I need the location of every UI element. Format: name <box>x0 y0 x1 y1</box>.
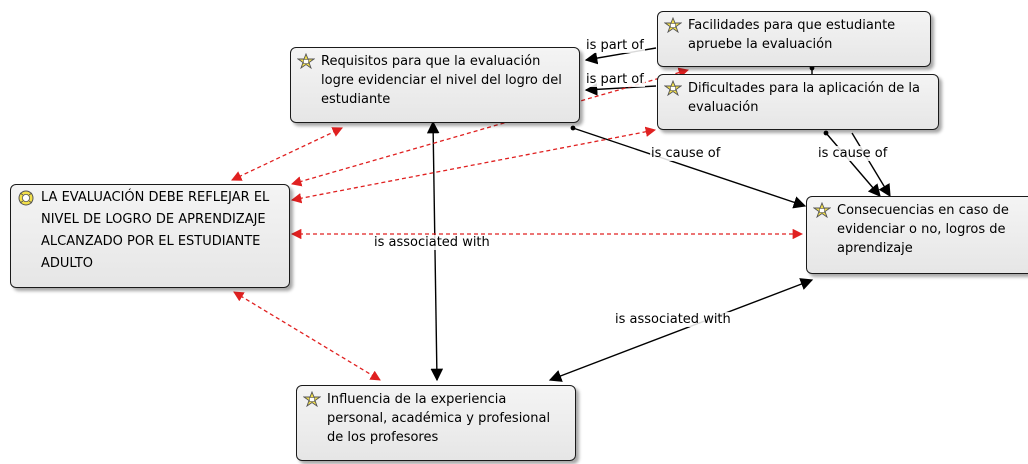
quotation-star-icon <box>813 202 831 218</box>
edge-label-part-of-2[interactable]: is part of <box>585 72 645 87</box>
node-label: LA EVALUACIÓN DEBE REFLEJAR EL NIVEL DE … <box>41 190 270 271</box>
edge-requisitos-influencia[interactable] <box>426 120 444 382</box>
edge-label-assoc-1[interactable]: is associated with <box>373 235 491 250</box>
edge-consecuencias-influencia[interactable] <box>548 278 814 382</box>
dashed-relations <box>231 67 804 381</box>
node-label: Requisitos para que la evaluación logre … <box>321 54 562 107</box>
edge-evaluacion-dificultades[interactable] <box>290 126 657 204</box>
edge-label-cause-2[interactable]: is cause of <box>817 146 889 161</box>
node-label: Consecuencias en caso de evidenciar o no… <box>837 203 1009 256</box>
edge-dificultades-consecuencias-b[interactable] <box>851 132 891 198</box>
edge-label-assoc-2[interactable]: is associated with <box>614 312 732 327</box>
edge-label-part-of-1[interactable]: is part of <box>585 38 645 53</box>
node-facilidades[interactable]: Facilidades para que estudiante apruebe … <box>657 11 931 67</box>
node-consecuencias[interactable]: Consecuencias en caso de evidenciar o no… <box>806 196 1028 274</box>
edge-label-cause-1[interactable]: is cause of <box>650 146 722 161</box>
node-label: Facilidades para que estudiante apruebe … <box>688 18 896 52</box>
memo-icon <box>18 190 34 206</box>
node-requisitos[interactable]: Requisitos para que la evaluación logre … <box>290 47 580 123</box>
quotation-star-icon <box>297 53 315 69</box>
edge-evaluacion-requisitos[interactable] <box>231 127 343 181</box>
edge-evaluacion-influencia[interactable] <box>233 291 381 381</box>
node-label: Influencia de la experiencia personal, a… <box>327 392 551 445</box>
node-influencia[interactable]: Influencia de la experiencia personal, a… <box>296 385 576 461</box>
edge-requisitos-consecuencias[interactable] <box>572 127 807 209</box>
quotation-star-icon <box>664 80 682 96</box>
quotation-star-icon <box>303 391 321 407</box>
quotation-star-icon <box>664 17 682 33</box>
edge-dificultades-consecuencias-a[interactable] <box>825 132 881 197</box>
node-evaluacion[interactable]: LA EVALUACIÓN DEBE REFLEJAR EL NIVEL DE … <box>10 184 290 288</box>
node-dificultades[interactable]: Dificultades para la aplicación de la ev… <box>657 74 939 130</box>
node-label: Dificultades para la aplicación de la ev… <box>688 81 921 115</box>
